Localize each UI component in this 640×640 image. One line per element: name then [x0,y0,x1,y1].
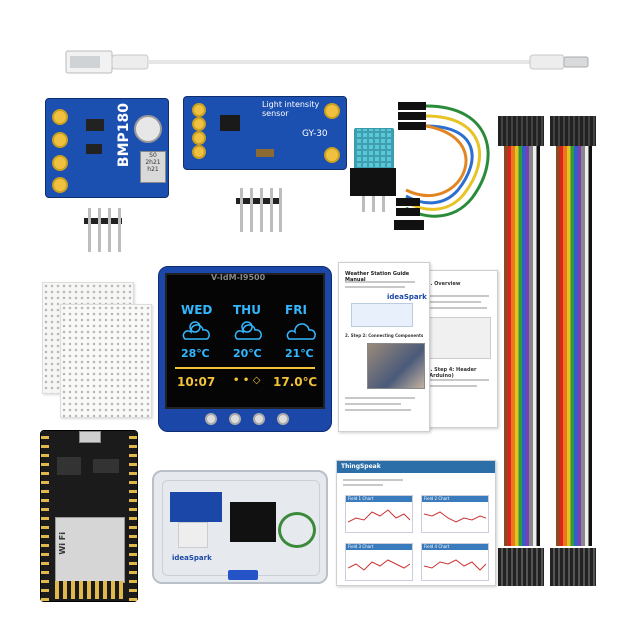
bmp180-module: BMP180 S0 2h21 h21 [45,98,169,198]
pin-header-4 [84,208,122,252]
oled-dots: • • ◇ [233,375,261,386]
manual-page-left: Weather Station Guide Manual ideaSpark 2… [338,262,430,432]
dashboard-panel-1: Field 2 Chart [421,495,489,533]
partly-cloudy-icon [182,321,210,340]
dashboard-brand: ThingSpeak [341,463,381,470]
ribbon-jumper-left [498,116,544,586]
ribbon-jumper-right [550,116,596,586]
oled-screen: V-IdM-I9500 WED THU FRI 28℃ 20℃ 21℃ 10:0… [165,273,325,409]
oled-temp-1: 20℃ [233,347,262,360]
gy30-light-sensor: Light intensity sensor GY-30 [183,96,347,170]
usb-cable-svg [65,50,589,74]
oled-day-2: FRI [285,303,307,317]
thingspeak-dashboard: ThingSpeak Field 1 Chart Field 2 Chart F… [336,460,496,586]
oled-temp-0: 28℃ [181,347,210,360]
oled-temp-2: 21℃ [285,347,314,360]
manual-page-right: 1. Overview 4. Step 4: Header (Arduino) [420,270,498,428]
manual-step-header: 4. Step 4: Header (Arduino) [427,367,477,379]
oled-top-banner: V-IdM-I9500 [211,273,266,282]
light-sensor-label: Light intensity sensor [262,100,320,118]
oled-display-module: V-IdM-I9500 WED THU FRI 28℃ 20℃ 21℃ 10:0… [158,266,332,432]
bmp180-chip: S0 2h21 h21 [140,151,166,183]
jumper-wires-loop-svg [394,102,490,230]
pin-header-5 [236,188,282,232]
esp-wifi-label: Wi Fi [58,532,67,555]
partly-cloudy-icon-2 [234,321,262,340]
jumper-wires-loop [392,98,500,238]
manual-brand: ideaSpark [387,293,427,301]
oled-weather-icons [182,321,316,340]
oled-day-0: WED [181,303,213,317]
box-brand: ideaSpark [172,554,212,562]
oled-day-1: THU [233,303,261,317]
manual-title: Weather Station Guide Manual [345,271,410,283]
dht11-sensor [350,128,398,212]
dashboard-panel-3: Field 4 Chart [421,543,489,581]
usb-cable [60,46,600,80]
manual-step-overview: 1. Overview [427,281,461,287]
manual-photo [367,343,425,389]
mini-breadboard-front [60,304,152,418]
cloud-icon [286,323,316,340]
light-sensor-model: GY-30 [302,129,328,139]
esp8266-nodemcu-board: Wi Fi [40,430,138,602]
manual-step-components: 2. Step 2: Connecting Components [345,333,424,338]
oled-current-temp: 17.0℃ [273,375,318,389]
esp-wifi-shield: Wi Fi [55,517,125,583]
bmp180-label: BMP180 [116,103,132,168]
dashboard-panel-0: Field 1 Chart [345,495,413,533]
storage-box: ideaSpark [152,470,328,584]
oled-time: 10:07 [177,375,216,389]
dashboard-panel-2: Field 3 Chart [345,543,413,581]
